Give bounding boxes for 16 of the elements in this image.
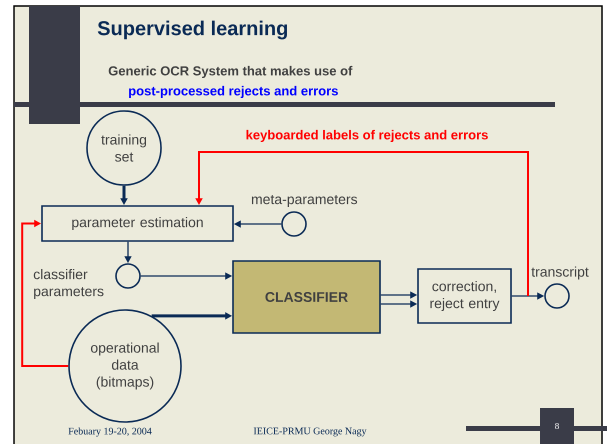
subtitle: Generic OCR System that makes use of bbox=[108, 66, 352, 78]
edge-label: keyboarded labels of rejects and errors bbox=[244, 128, 490, 144]
process-box: correction, reject entry bbox=[417, 268, 512, 324]
slide-title: Supervised learning bbox=[98, 20, 288, 40]
footer-text: IEICE-PRMU George Nagy bbox=[254, 428, 367, 436]
node-label: transcript bbox=[531, 266, 589, 280]
arrow bbox=[21, 220, 68, 367]
node-label: meta-parameters bbox=[252, 195, 358, 207]
page-number: 8 bbox=[540, 408, 574, 444]
data-circle bbox=[544, 283, 570, 309]
classifier-box: CLASSIFIER bbox=[232, 260, 381, 334]
data-circle bbox=[115, 263, 141, 289]
data-circle bbox=[281, 211, 307, 237]
process-box: parameter estimation bbox=[41, 205, 234, 242]
subtitle: post-processed rejects and errors bbox=[129, 86, 338, 98]
node-label: classifier parameters bbox=[34, 268, 104, 300]
